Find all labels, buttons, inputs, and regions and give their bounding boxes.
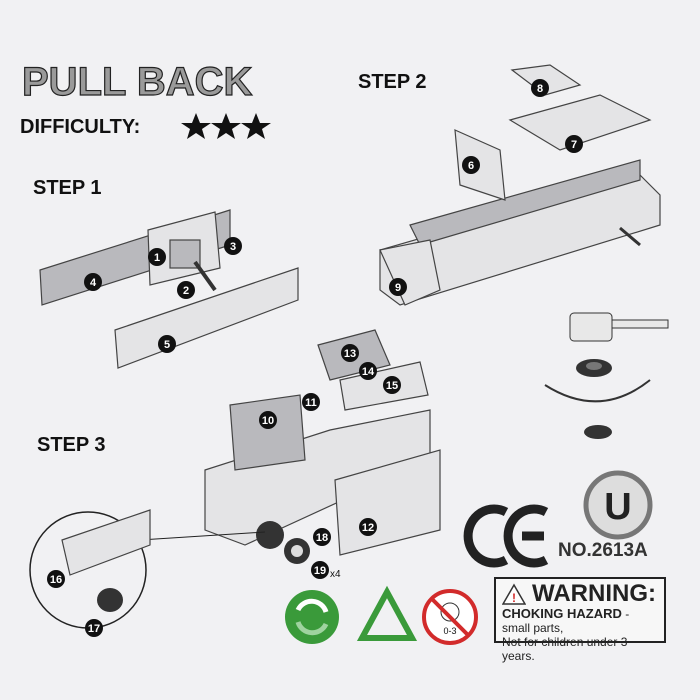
part-marker-16: [47, 570, 65, 588]
part-number-label: 1: [154, 252, 160, 264]
step-3-diagram: [29, 329, 441, 629]
part-marker-3: [224, 237, 242, 255]
part-number-label: 19: [314, 565, 326, 577]
warning-line-1: - small parts,: [502, 607, 630, 635]
part-number-label: 16: [50, 574, 62, 586]
part-number-label: 17: [88, 623, 100, 635]
star-icon: [211, 113, 241, 139]
star-icon: [181, 113, 211, 139]
part-marker-17: [85, 619, 103, 637]
warning-triangle-icon: !: [502, 583, 526, 605]
part-number-label: 3: [230, 241, 236, 253]
svg-text:U: U: [604, 486, 631, 528]
part-marker-13: [341, 344, 359, 362]
part-marker-15: [383, 376, 401, 394]
age-restriction-icon: 0-3: [422, 589, 478, 645]
warning-title: WARNING:: [532, 580, 656, 607]
u-mark-icon: U: [583, 470, 653, 540]
part-number-label: 15: [386, 380, 398, 392]
recycle-icon: [356, 585, 418, 641]
svg-text:0-3: 0-3: [443, 626, 456, 636]
pull-back-logo: PULL BACK: [22, 60, 252, 104]
part-number-label: 10: [262, 415, 274, 427]
part-marker-6: [462, 156, 480, 174]
part-number-label: 8: [537, 83, 543, 95]
star-icon: [241, 113, 271, 139]
green-dot-icon: [285, 590, 339, 644]
part-number-label: 5: [164, 339, 170, 351]
step-3-label: STEP 3: [37, 434, 106, 456]
part-number-label: 14: [362, 366, 375, 378]
step-1-label: STEP 1: [33, 177, 102, 199]
pullback-illustration: [544, 312, 669, 439]
svg-text:!: !: [512, 591, 516, 605]
part-number-label: 4: [90, 277, 97, 289]
part-marker-9: [389, 278, 407, 296]
part-number-label: 7: [571, 139, 577, 151]
part-number-label: 13: [344, 348, 356, 360]
step-2-diagram: [379, 64, 661, 306]
part-marker-2: [177, 281, 195, 299]
choking-hazard-label: CHOKING HAZARD: [502, 606, 622, 621]
difficulty-label: DIFFICULTY:: [20, 116, 140, 138]
part-number-label: 11: [305, 397, 317, 409]
warning-box: ! WARNING: CHOKING HAZARD - small parts,…: [494, 577, 666, 663]
part-marker-4: [84, 273, 102, 291]
part-marker-11: [302, 393, 320, 411]
part-marker-14: [359, 362, 377, 380]
part-marker-10: [259, 411, 277, 429]
part-marker-7: [565, 135, 583, 153]
ce-mark-icon: [463, 504, 549, 568]
difficulty-stars: [181, 113, 271, 139]
step-2-label: STEP 2: [358, 71, 427, 93]
part-marker-12: [359, 518, 377, 536]
part-number-label: 6: [468, 160, 474, 172]
warning-line-2: Not for children under 3 years.: [502, 635, 628, 663]
part-number-label: 18: [316, 532, 328, 544]
part-number-label: 12: [362, 522, 374, 534]
part-number-label: 2: [183, 285, 189, 297]
model-number: NO.2613A: [558, 540, 648, 561]
part-number-label: 9: [395, 282, 401, 294]
part-marker-8: [531, 79, 549, 97]
wheel-quantity: x4: [330, 569, 341, 580]
part-marker-19: [311, 561, 329, 579]
part-marker-18: [313, 528, 331, 546]
part-marker-1: [148, 248, 166, 266]
part-marker-5: [158, 335, 176, 353]
